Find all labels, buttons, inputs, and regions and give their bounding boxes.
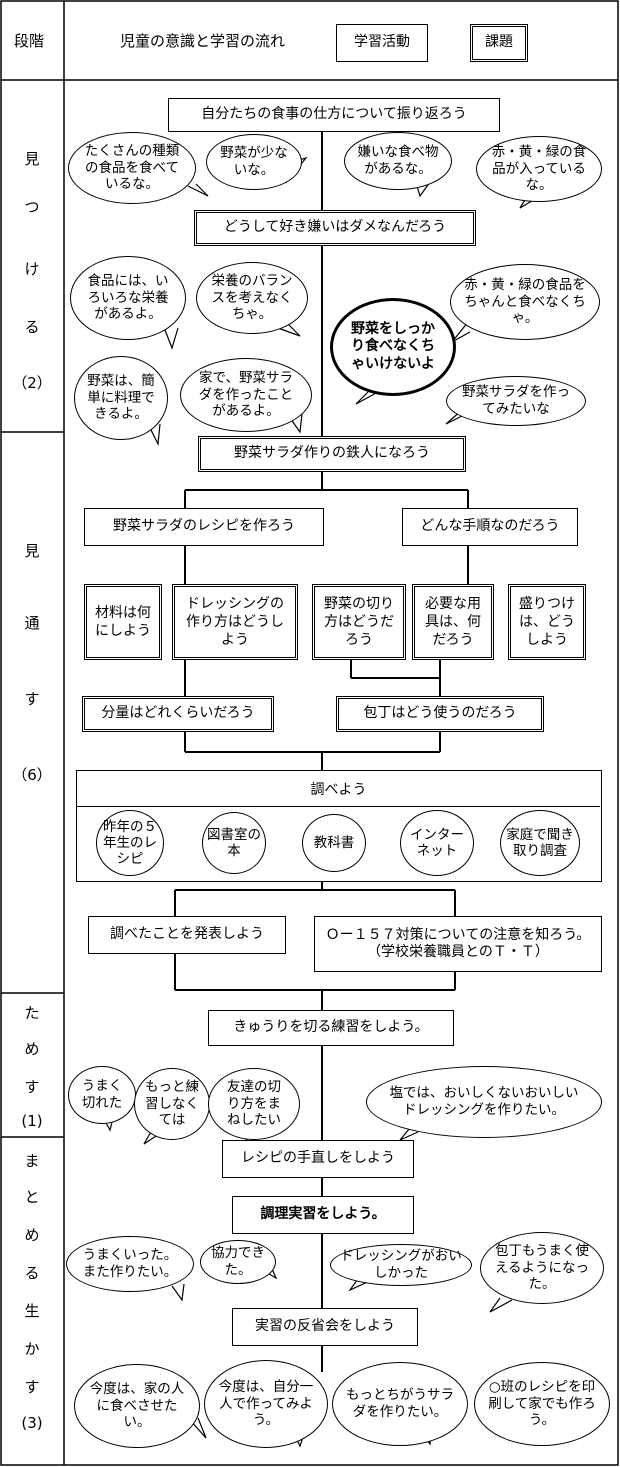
subtopic-tools: 必要な用具は、何だろう [412,584,494,660]
source-textbook: 教科書 [302,814,366,872]
bubble-imitate-friend: 友達の切り方をまねしたい [208,1068,300,1140]
subtopic-cutting: 野菜の切り方はどうだろう [312,584,406,660]
bubble-balance: 栄養のバランスを考えなくちゃ。 [196,262,308,334]
bubble-better-dressing: 塩では、おいしくないおいしいドレッシングを作りたい。 [366,1066,602,1138]
bubble-knife-skill: 包丁もうまく使えるようになった。 [480,1232,604,1304]
bubble-disliked-foods: 嫌いな食べ物があるな。 [344,132,452,190]
bubble-feed-family: 今度は、家の人に食べさせたい。 [74,1364,200,1448]
bubble-print-recipe: ○班のレシピを印刷して家でも作ろう。 [474,1362,610,1446]
legend-task-box: 課題 [470,24,528,62]
step-reflect-meals: 自分たちの食事の仕方について振り返ろう [168,98,500,132]
step-cooking-practice: 調理実習をしよう。 [232,1196,414,1234]
bubble-made-salad: 家で、野菜サラダを作ったことがあるよ。 [180,358,312,432]
bubble-few-vegetables: 野菜が少ないな。 [206,134,302,190]
source-internet: インターネット [400,810,474,876]
bubble-nutrients: 食品には、いろいろな栄養があるよ。 [70,256,186,340]
bubble-dressing-tasty: ドレッシングがおいしかった [330,1244,472,1286]
legend-activity-box: 学習活動 [336,24,428,62]
source-last-year-recipe: 昨年の５年生のレシピ [96,810,164,876]
bubble-want-salad: 野菜サラダを作ってみたいな [446,376,586,426]
step-present-findings: 調べたことを発表しよう [88,916,286,954]
step-review-meeting: 実習の反省会をしよう [232,1308,418,1346]
source-library-books: 図書室の本 [202,812,266,874]
bubble-many-foods: たくさんの種類の食品を食べているな。 [68,132,196,204]
bubble-eat-colors: 赤・黄・緑の食品をちゃんと食べなくちゃ。 [450,264,600,340]
bubble-easy-to-cook: 野菜は、簡単に料理できるよ。 [74,356,168,440]
task-quantity: 分量はどれくらいだろう [82,696,274,732]
subtopic-plating: 盛りつけは、どうしよう [508,584,586,660]
step-make-recipe: 野菜サラダのレシピを作ろう [84,508,324,546]
bubble-cooperated: 協力できた。 [200,1240,276,1284]
subtopic-dressing: ドレッシングの作り方はどうしよう [172,584,298,660]
step-cucumber-practice: きゅうりを切る練習をしよう。 [208,1010,454,1046]
step-revise-recipe: レシピの手直しをしよう [222,1140,414,1178]
bubble-cook-alone: 今度は、自分一人で作ってみよう。 [204,1360,328,1448]
bubble-went-well: うまくいった。また作りたい。 [66,1236,194,1292]
task-why-no-picky: どうして好き嫌いはダメなんだろう [194,210,476,246]
header-flow-label: 児童の意識と学習の流れ [120,31,286,50]
bubble-cut-well: うまく切れた [68,1066,136,1124]
task-knife-use: 包丁はどう使うのだろう [336,696,544,732]
header-stage-label: 段階 [14,31,45,50]
step-o157-safety: Ｏー１５７対策についての注意を知ろう。（学校栄養職員とのＴ・Ｔ） [314,916,602,972]
bubble-more-practice: もっと練習しなくては [134,1068,210,1140]
subtopic-ingredients: 材料は何にしよう [84,584,162,660]
step-what-procedure: どんな手順なのだろう [402,508,578,546]
bubble-eat-vegetables: 野菜をしっかり食べなくちゃいけないよ [330,298,456,396]
research-title: 調べよう [77,771,600,807]
bubble-red-yellow-green: 赤・黄・緑の食品が入っているな。 [476,136,602,202]
task-salad-master: 野菜サラダ作りの鉄人になろう [198,436,466,472]
source-family-interview: 家庭で聞き取り調査 [500,810,580,876]
bubble-different-salad: もっとちがうサラダを作りたい。 [332,1362,468,1446]
